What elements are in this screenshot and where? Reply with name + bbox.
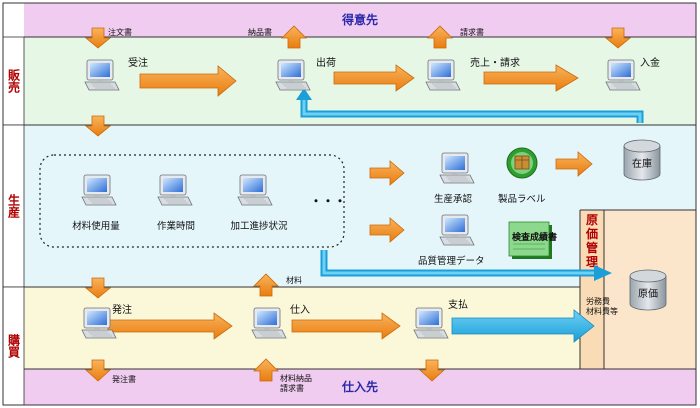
order-received-label: 受注 [128, 56, 148, 69]
material-doc: 材料 [286, 275, 302, 285]
to-quality-arrow [369, 217, 405, 243]
approval-label: 生産承認 [434, 193, 473, 205]
orange-flow-arrows [107, 64, 593, 340]
cost-db-label: 原価 [638, 287, 658, 300]
work-time-label: 作業時間 [157, 220, 195, 232]
material-usage-label: 材料使用量 [72, 220, 120, 232]
labor-cost-label: 労務費 [586, 296, 610, 306]
billing-to-payment-arrow [483, 64, 579, 92]
product-label-label: 製品ラベル [498, 193, 546, 205]
sales-lane-label: 販売 [7, 68, 21, 94]
material-delivery-doc-line1: 材料納品 [280, 373, 312, 383]
customer-band [24, 3, 696, 37]
material-delivery-doc-line2: 請求書 [280, 383, 304, 393]
material-delivery-arrow [253, 358, 279, 382]
shop-floor-group [39, 154, 345, 248]
cost-label-char: 価 [585, 226, 598, 241]
customer-label: 得意先 [341, 12, 378, 27]
cost-label-char: 管 [586, 240, 598, 255]
cost-database-icon [629, 269, 667, 311]
payment-label: 支払 [448, 298, 468, 311]
production-to-purchase-arrow [84, 277, 112, 299]
ship-to-billing-arrow [333, 64, 415, 92]
order-to-purchase-arrow [107, 312, 233, 340]
cost-lane-label: 原 価 管 理 [585, 213, 598, 269]
material-cost-label: 材料費等 [586, 306, 618, 316]
ordering-label: 発注 [112, 303, 132, 316]
blue-arrow-head [594, 265, 612, 281]
to-approval-arrow [369, 160, 405, 186]
vertical-doc-arrows [84, 25, 632, 382]
sales-billing-label: 売上・請求 [470, 56, 520, 69]
delivery-note-arrow [281, 25, 307, 49]
inspection-report-label: 検査成績書 [512, 231, 557, 243]
sales-to-production-arrow [84, 115, 112, 137]
invoice-doc: 請求書 [460, 27, 484, 37]
order-to-ship-arrow [139, 65, 237, 97]
cost-lane-header [580, 210, 604, 369]
supplier-payment-arrow [418, 359, 446, 382]
purchase-lane-label: 購買 [7, 333, 21, 359]
shipping-label: 出荷 [316, 56, 336, 69]
inspection-report-icon [508, 221, 552, 259]
order-form-doc: 注文書 [108, 27, 132, 37]
label-to-inventory-arrow [555, 151, 593, 177]
inventory-label: 在庫 [632, 157, 652, 170]
progress-label: 加工進捗状況 [230, 220, 288, 232]
quality-data-label: 品質管理データ [418, 255, 485, 267]
purchase-order-doc: 発注書 [112, 374, 136, 384]
inventory-database-icon [623, 139, 661, 181]
payment-in-arrow [604, 27, 632, 49]
delivery-note-doc: 納品書 [248, 27, 272, 37]
purchase-order-arrow [84, 359, 112, 382]
production-lane-label: 生産 [7, 193, 21, 219]
blue-flow-arrows [296, 88, 644, 343]
purchasing-label: 仕入 [290, 303, 310, 316]
purchase-to-payment-arrow [291, 312, 401, 340]
cost-label-char: 原 [586, 213, 598, 227]
invoice-arrow [427, 25, 453, 49]
ellipsis: ・・・ [310, 194, 346, 208]
supplier-band [24, 369, 696, 405]
order-form-arrow [84, 27, 112, 49]
payment-received-label: 入金 [640, 56, 660, 69]
payment-to-cost-arrow [451, 309, 595, 343]
supplier-label: 仕入先 [341, 379, 378, 394]
product-label-icon [506, 147, 538, 179]
blue-arrow-head [296, 88, 312, 100]
material-arrow [253, 273, 279, 297]
